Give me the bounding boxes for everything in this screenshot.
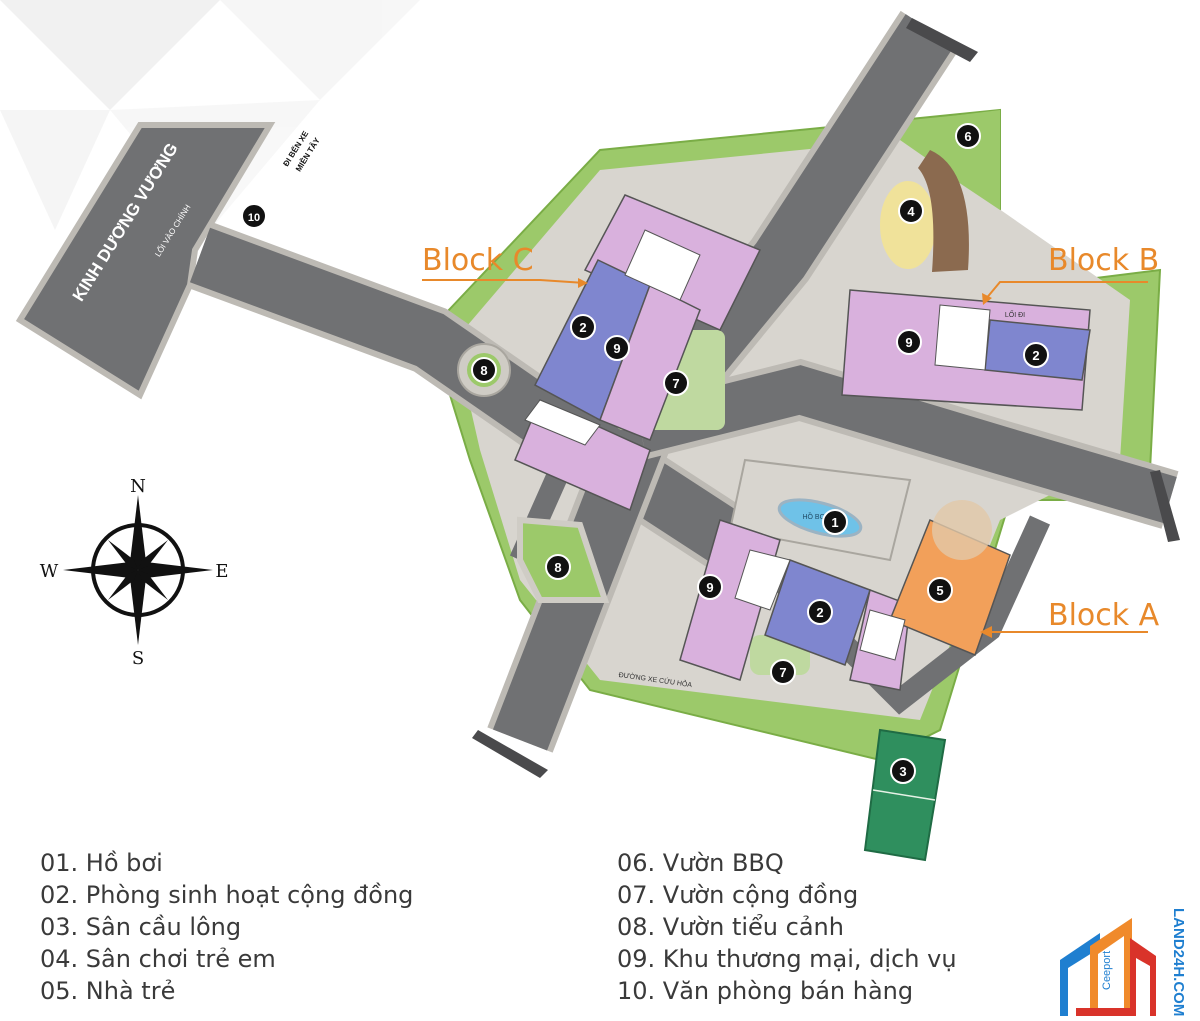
marker-number: 2	[1032, 348, 1039, 363]
badminton-court	[863, 728, 947, 862]
block-c-label: Block C	[422, 243, 534, 278]
marker-number: 2	[816, 605, 823, 620]
compass-s: S	[132, 648, 144, 669]
legend-right: 06. Vườn BBQ 07. Vườn cộng đồng 08. Vườn…	[617, 847, 957, 1007]
legend-item: 01. Hồ bơi	[40, 849, 163, 877]
pool-label: HỒ BƠI	[802, 511, 827, 521]
legend-item: 06. Vườn BBQ	[617, 849, 784, 877]
marker-number: 9	[613, 341, 620, 356]
marker-number: 2	[579, 320, 586, 335]
marker-number: 9	[706, 580, 713, 595]
marker-number: 4	[907, 204, 915, 219]
legend-item: 02. Phòng sinh hoạt cộng đồng	[40, 881, 414, 909]
legend-item: 08. Vườn tiểu cảnh	[617, 913, 844, 941]
marker-1: 1	[822, 509, 848, 535]
block-a-building	[679, 500, 1011, 691]
marker-7: 7	[770, 659, 796, 685]
marker-number: 5	[936, 583, 943, 598]
block-callouts	[422, 278, 1148, 638]
marker-6: 6	[955, 123, 981, 149]
legend-item: 09. Khu thương mại, dịch vụ	[617, 945, 957, 973]
marker-2: 2	[1023, 342, 1049, 368]
marker-number: 8	[554, 560, 561, 575]
marker-number: 6	[964, 129, 971, 144]
marker-number: 9	[905, 335, 912, 350]
marker-2: 2	[570, 314, 596, 340]
marker-9: 9	[896, 329, 922, 355]
marker-8: 8	[471, 357, 497, 383]
bbq-deck	[918, 150, 969, 272]
legend-item: 10. Văn phòng bán hàng	[617, 977, 914, 1005]
corridor-label: LỐI ĐI	[1005, 309, 1025, 319]
marker-number: 7	[672, 376, 679, 391]
marker-number: 3	[899, 764, 906, 779]
compass-e: E	[215, 561, 228, 582]
marker-number: 7	[779, 665, 786, 680]
brand-company: Ceeport	[1101, 951, 1113, 990]
marker-8: 8	[545, 554, 571, 580]
marker-10: 10	[241, 203, 267, 229]
block-c-building	[514, 194, 762, 512]
road-kinh-duong-vuong	[15, 122, 276, 400]
block-a-label: Block A	[1048, 598, 1160, 633]
brand-logo: Ceeport LAND24H.COM.VN	[1060, 908, 1187, 1016]
marker-number: 8	[480, 363, 487, 378]
marker-9: 9	[604, 335, 630, 361]
marker-9: 9	[697, 574, 723, 600]
road-end-caps	[472, 18, 1180, 778]
marker-3: 3	[890, 758, 916, 784]
facility-markers: 10 8 2 9 7 6 4 9 2 1 5 9 2 8 7 3	[241, 123, 1049, 784]
marker-4: 4	[898, 198, 924, 224]
legend-item: 04. Sân chơi trẻ em	[40, 945, 276, 973]
brand-site: LAND24H.COM.VN	[1170, 908, 1187, 1016]
legend-item: 07. Vườn cộng đồng	[617, 881, 859, 909]
block-b-label: Block B	[1048, 243, 1160, 278]
compass-w: W	[40, 561, 59, 582]
legend-item: 05. Nhà trẻ	[40, 977, 176, 1005]
legend-item: 03. Sân cầu lông	[40, 913, 242, 941]
marker-number: 1	[831, 515, 838, 530]
marker-number: 10	[248, 212, 260, 224]
legend-left: 01. Hồ bơi 02. Phòng sinh hoạt cộng đồng…	[40, 847, 413, 1007]
compass-rose	[63, 495, 213, 645]
marker-5: 5	[927, 577, 953, 603]
marker-2: 2	[807, 599, 833, 625]
marker-7: 7	[663, 370, 689, 396]
compass-n: N	[130, 476, 146, 497]
block-b-building	[841, 289, 1091, 411]
